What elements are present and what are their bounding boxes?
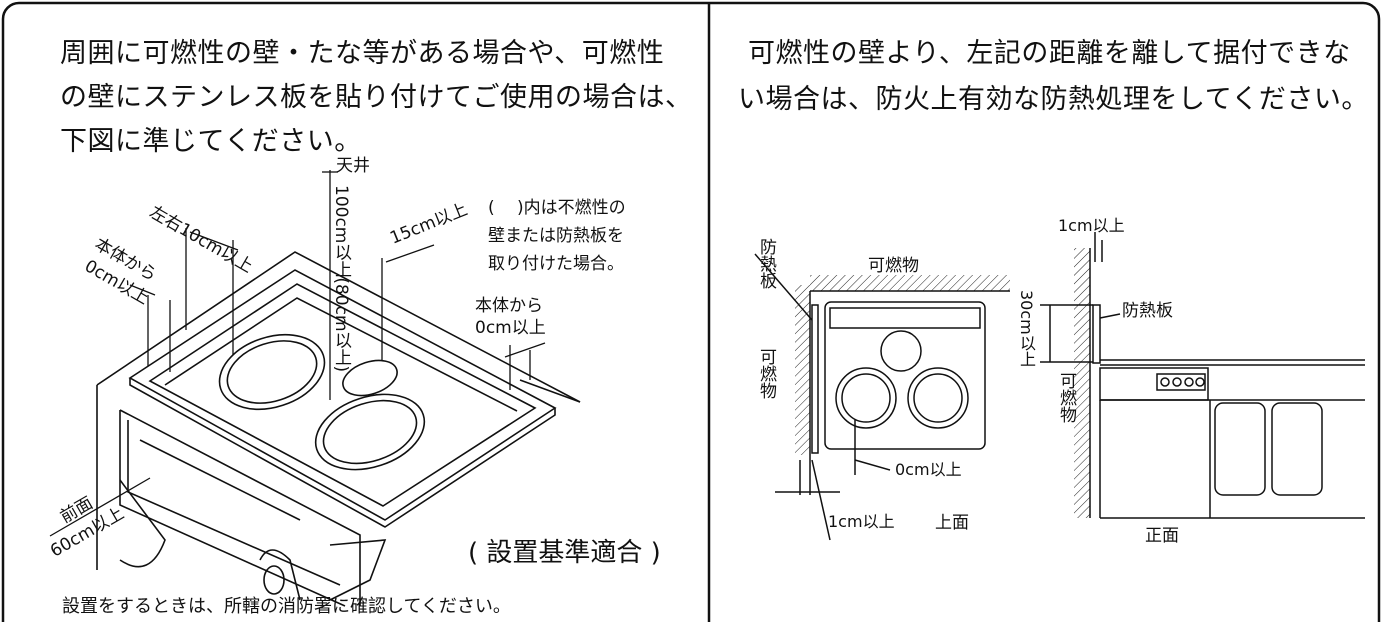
compliance-label: ( 設置基準適合 ): [468, 538, 661, 568]
left-heading-line3: 下図に準じてください。: [60, 126, 362, 157]
label-body-right-line1: 本体から: [475, 296, 543, 316]
left-heading-line1: 周囲に可燃性の壁・たな等がある場合や、可燃性: [60, 38, 665, 69]
left-footer: 設置をするときは、所轄の消防署に確認してください。: [62, 596, 511, 617]
label-body-right-line2: 0cm以上: [475, 318, 546, 338]
front-label-thirty: 30cm以上: [1017, 290, 1036, 367]
top-label-combustible-side: 可燃物: [756, 348, 776, 399]
top-label-zero: 0cm以上: [895, 460, 962, 479]
front-view-caption: 正面: [1145, 526, 1179, 546]
top-label-one: 1cm以上: [828, 512, 895, 531]
top-view-caption: 上面: [935, 513, 969, 533]
right-heading-line2: い場合は、防火上有効な防熱処理をしてください。: [738, 84, 1369, 115]
front-label-one: 1cm以上: [1058, 216, 1125, 235]
cooktop-illustration: [96, 251, 581, 607]
label-ceiling: 天井: [336, 156, 370, 176]
note-line2: 壁または防熱板を: [488, 226, 624, 246]
label-ceiling-clearance: 100cm以上(80cm以上): [331, 185, 351, 373]
right-heading-line1: 可燃性の壁より、左記の距離を離して据付できな: [748, 38, 1351, 69]
top-view-diagram: [754, 253, 1010, 541]
front-view-diagram: [1040, 232, 1365, 519]
note-line1: ( )内は不燃性の: [488, 198, 626, 218]
left-heading-line2: の壁にステンレス板を貼り付けてご使用の場合は、: [60, 82, 693, 113]
front-label-heat-shield: 防熱板: [1122, 301, 1173, 321]
note-line3: 取り付けた場合。: [488, 254, 624, 274]
front-label-combustible: 可燃物: [1056, 372, 1076, 423]
dimension-lines-left: [49, 170, 546, 537]
top-label-combustible-top: 可燃物: [868, 256, 919, 276]
top-label-heat-shield: 防熱板: [756, 238, 776, 289]
